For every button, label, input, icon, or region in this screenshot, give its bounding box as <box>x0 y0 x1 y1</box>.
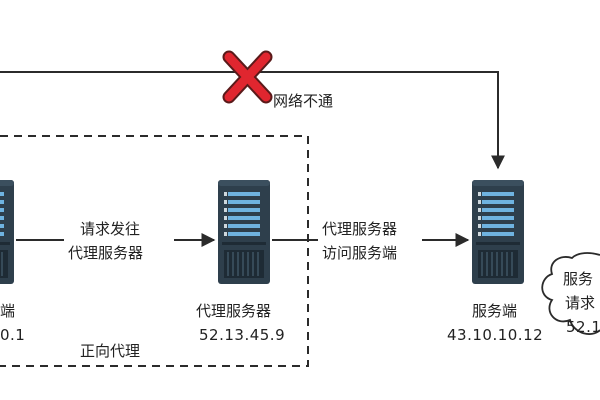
cloud-line1: 服务 <box>563 270 593 288</box>
cross-mark-icon <box>222 50 273 104</box>
forward-proxy-boundary <box>0 135 309 367</box>
server-ip: 43.10.10.12 <box>447 326 543 344</box>
server-label: 服务端 <box>472 302 517 320</box>
request-label-line1: 请求发往 <box>80 220 140 238</box>
client-server-icon <box>0 180 14 284</box>
target-server-icon <box>472 180 524 284</box>
client-label: 端 <box>0 302 15 320</box>
proxy-server-icon <box>218 180 270 284</box>
proxy-access-label-line1: 代理服务器 <box>322 220 397 238</box>
proxy-access-label-line2: 访问服务端 <box>322 244 397 262</box>
blocked-label: 网络不通 <box>273 92 333 110</box>
cloud-line3: 52.1 <box>566 318 600 336</box>
client-ip: 0.1 <box>0 326 25 344</box>
forward-proxy-label: 正向代理 <box>80 342 140 360</box>
blocked-connection-line <box>0 71 505 170</box>
proxy-ip: 52.13.45.9 <box>199 326 285 344</box>
cloud-line2: 请求 <box>565 294 595 312</box>
cloud-icon <box>541 252 600 335</box>
request-label-line2: 代理服务器 <box>68 244 143 262</box>
proxy-label: 代理服务器 <box>196 302 271 320</box>
